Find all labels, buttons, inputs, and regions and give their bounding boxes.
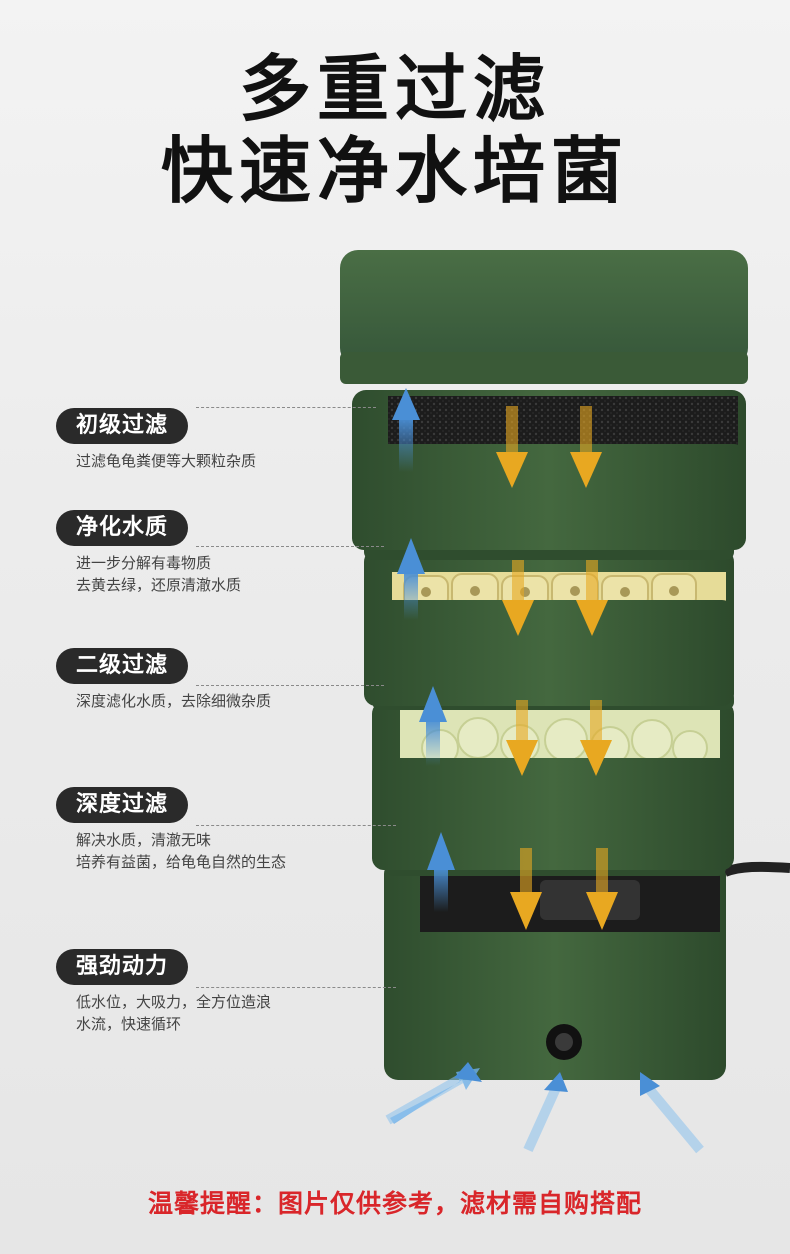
desc-line: 水流，快速循环 bbox=[76, 1015, 182, 1033]
intake-arrows bbox=[385, 1062, 704, 1154]
upflow-arrows bbox=[392, 388, 455, 912]
desc-line: 解决水质，清澈无味 bbox=[76, 831, 212, 849]
desc-line: 深度滤化水质，去除细微杂质 bbox=[76, 692, 272, 710]
leader-line-5 bbox=[196, 987, 396, 988]
feature-label: 深度过滤 bbox=[56, 787, 189, 823]
headline-line-1: 多重过滤 bbox=[238, 47, 551, 131]
feature-label: 净化水质 bbox=[56, 510, 189, 546]
feature-desc: 解决水质，清澈无味 培养有益菌，给龟龟自然的生态 bbox=[76, 829, 286, 873]
headline-line-2: 快速净水培菌 bbox=[160, 129, 629, 213]
leader-line-4 bbox=[196, 825, 396, 826]
desc-line: 去黄去绿，还原清澈水质 bbox=[76, 576, 242, 594]
feature-label: 二级过滤 bbox=[56, 648, 189, 684]
desc-line: 低水位，大吸力，全方位造浪 bbox=[76, 993, 272, 1011]
desc-line: 过滤龟龟粪便等大颗粒杂质 bbox=[76, 452, 257, 470]
leader-line-1 bbox=[196, 407, 376, 408]
feature-strong-power: 强劲动力 低水位，大吸力，全方位造浪 水流，快速循环 bbox=[56, 949, 271, 1035]
tray-ceramic-rings bbox=[364, 540, 734, 706]
feature-desc: 进一步分解有毒物质 去黄去绿，还原清澈水质 bbox=[76, 552, 241, 596]
leader-line-2 bbox=[196, 546, 384, 547]
leader-line-3 bbox=[196, 685, 384, 686]
feature-secondary-filter: 二级过滤 深度滤化水质，去除细微杂质 bbox=[56, 648, 271, 712]
downflow-arrows bbox=[496, 406, 618, 930]
lid bbox=[340, 250, 748, 384]
desc-line: 进一步分解有毒物质 bbox=[76, 554, 212, 572]
feature-label: 初级过滤 bbox=[56, 408, 189, 444]
tray-sponge bbox=[352, 390, 746, 550]
desc-line: 培养有益菌，给龟龟自然的生态 bbox=[76, 853, 287, 871]
feature-desc: 过滤龟龟粪便等大颗粒杂质 bbox=[76, 450, 256, 472]
feature-primary-filter: 初级过滤 过滤龟龟粪便等大颗粒杂质 bbox=[56, 408, 256, 472]
feature-desc: 深度滤化水质，去除细微杂质 bbox=[76, 690, 271, 712]
feature-label: 强劲动力 bbox=[56, 949, 189, 985]
footer-notice: 温馨提醒：图片仅供参考，滤材需自购搭配 bbox=[147, 1189, 642, 1218]
feature-desc: 低水位，大吸力，全方位造浪 水流，快速循环 bbox=[76, 991, 271, 1035]
feature-purify-water: 净化水质 进一步分解有毒物质 去黄去绿，还原清澈水质 bbox=[56, 510, 241, 596]
feature-deep-filter: 深度过滤 解决水质，清澈无味 培养有益菌，给龟龟自然的生态 bbox=[56, 787, 286, 873]
